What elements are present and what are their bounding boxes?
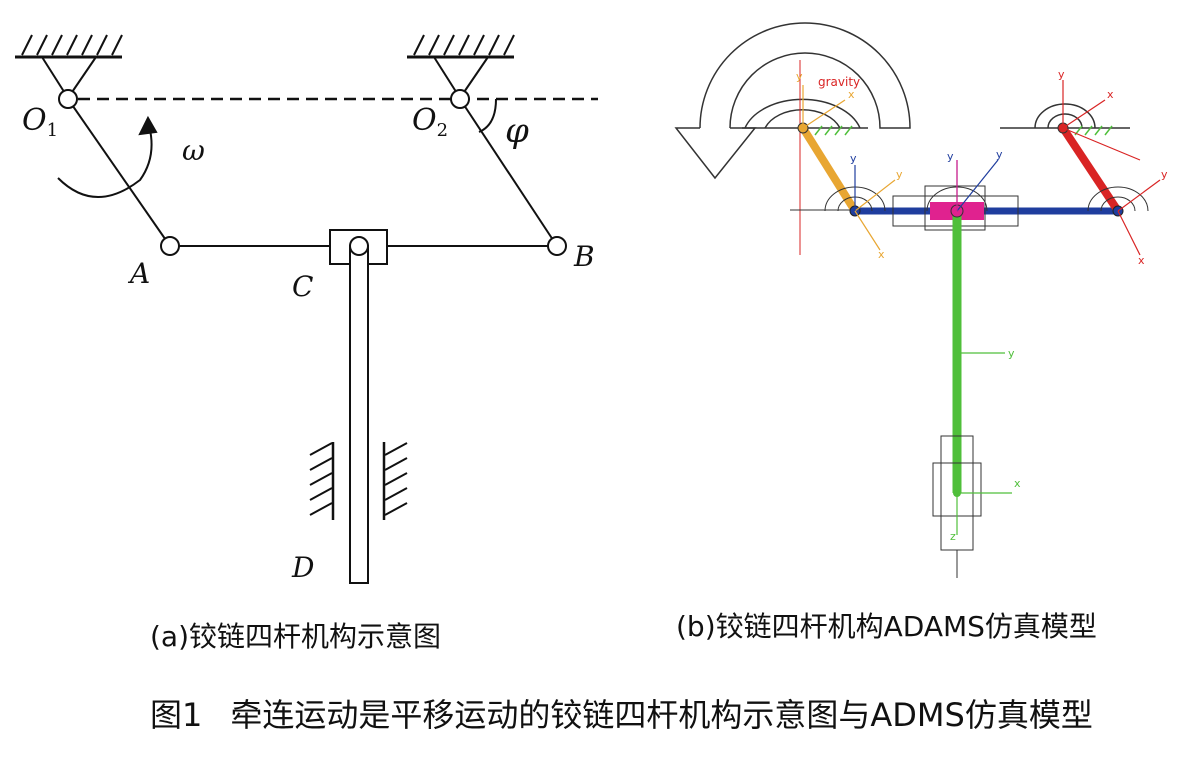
axis-letter-y: y	[1161, 168, 1168, 181]
axis-letter-y: y	[796, 70, 803, 83]
ground-hatch-green	[814, 125, 1113, 136]
right-crank-link	[1059, 125, 1122, 214]
joint-o2	[450, 89, 470, 109]
phi-angle-arc	[478, 98, 497, 133]
joint-c	[349, 236, 369, 256]
caption-a: (a)铰链四杆机构示意图	[150, 620, 442, 653]
omega-arrowhead	[138, 115, 158, 136]
joint-b	[547, 236, 567, 256]
label-o1: O1	[22, 103, 58, 141]
axis-letter-x: x	[1138, 254, 1145, 267]
slider-rod-cd	[349, 245, 369, 584]
joint-o1	[58, 89, 78, 109]
schematic-a	[15, 34, 598, 584]
axis-letter-y: y	[947, 150, 954, 163]
axis-letter-x: x	[848, 88, 855, 101]
label-b: B	[573, 240, 595, 273]
axis-letter-y: y	[896, 168, 903, 181]
label-d: D	[291, 551, 314, 584]
axis-letter-x: x	[1107, 88, 1114, 101]
axis-letter-y: y	[850, 152, 857, 165]
caption-b: (b)铰链四杆机构ADAMS仿真模型	[676, 610, 1097, 643]
axis-letter-x: x	[878, 248, 885, 261]
label-a: A	[127, 257, 150, 290]
axis-letter-y: y	[1008, 347, 1015, 360]
omega-rotation-arrow	[57, 121, 153, 198]
ground-support-o2	[407, 34, 515, 99]
crank-o2b	[459, 98, 558, 247]
guide-left	[309, 442, 335, 520]
left-crank-link	[799, 125, 859, 214]
label-omega: ω	[182, 134, 205, 167]
figure-number: 图1	[150, 696, 203, 734]
label-o2: O2	[412, 103, 448, 141]
figure-caption-text: 牵连运动是平移运动的铰链四杆机构示意图与ADMS仿真模型	[230, 696, 1093, 734]
axis-letter-y: y	[1058, 68, 1065, 81]
axis-triads	[802, 80, 1161, 535]
gravity-label: gravity	[818, 75, 860, 89]
ground-support-o1	[15, 34, 123, 99]
label-c: C	[292, 270, 313, 303]
adams-model-b: gravity	[674, 22, 1168, 578]
crank-o1a	[67, 98, 171, 247]
figure-caption: 图1 牵连运动是平移运动的铰链四杆机构示意图与ADMS仿真模型	[150, 690, 1093, 736]
guide-right	[382, 442, 408, 520]
axis-letter-x: x	[1014, 477, 1021, 490]
axis-letters: y x x y y y x y x y y y x z	[796, 68, 1168, 543]
joint-marker-arcs	[824, 186, 1149, 212]
joint-a	[160, 236, 180, 256]
axis-letter-z: z	[950, 530, 956, 543]
axis-letter-y: y	[996, 148, 1003, 161]
label-phi: φ	[505, 111, 529, 151]
gravity-indicator	[674, 22, 911, 180]
